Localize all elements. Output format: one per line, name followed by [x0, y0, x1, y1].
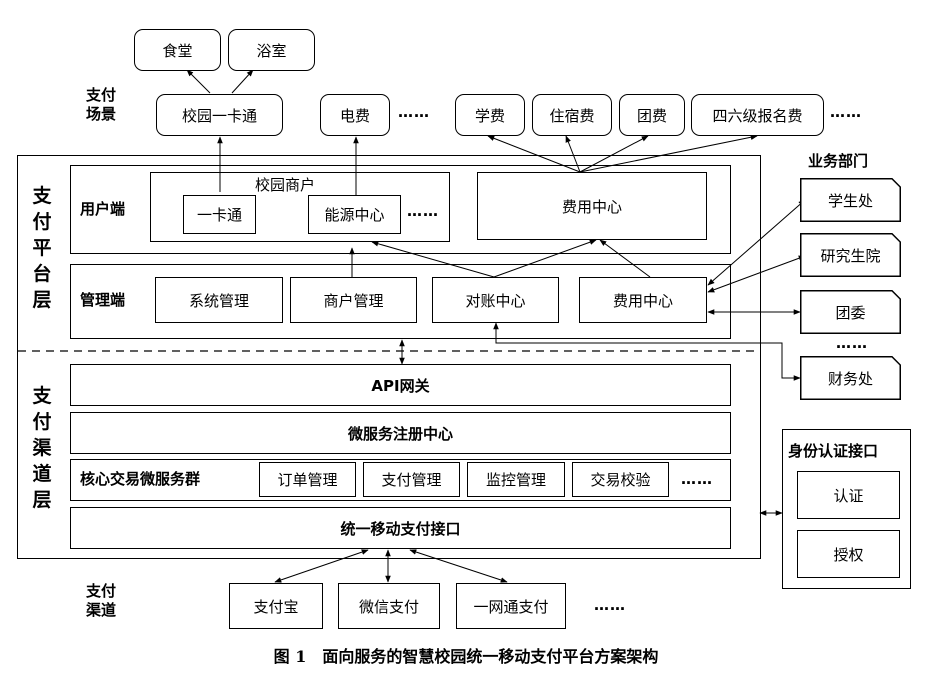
figure-caption: 图 1 面向服务的智慧校园统一移动支付平台方案架构: [273, 647, 659, 666]
wechat-pay-node: 微信支付: [338, 583, 440, 629]
monitor-mgmt-node: 监控管理: [467, 462, 565, 497]
scenario-ellipsis: ……: [398, 103, 430, 121]
alipay-node: 支付宝: [229, 583, 323, 629]
tx-verify-node: 交易校验: [572, 462, 669, 497]
registry-node: 微服务注册中心: [70, 412, 731, 454]
core-group-frame: [70, 459, 731, 501]
cet-fee-node: 四六级报名费: [691, 94, 824, 136]
user-side-frame: [70, 165, 731, 254]
tuition-node: 学费: [455, 94, 525, 136]
unified-api-node: 统一移动支付接口: [70, 507, 731, 549]
league-fee-node: 团费: [619, 94, 685, 136]
dorm-fee-node: 住宿费: [532, 94, 612, 136]
netpay-node: 一网通支付: [456, 583, 566, 629]
youth-league-node: 团委: [800, 290, 901, 334]
system-mgmt-node: 系统管理: [155, 277, 283, 323]
merchant-mgmt-node: 商户管理: [290, 277, 417, 323]
authz-node: 授权: [797, 530, 900, 578]
card-node: 一卡通: [183, 195, 256, 234]
authn-node: 认证: [797, 471, 900, 519]
admin-fee-center-node: 费用中心: [579, 277, 707, 323]
merchant-group-frame: [150, 172, 450, 242]
channels-ellipsis: ……: [594, 596, 626, 614]
departments-title: 业务部门: [808, 152, 869, 170]
user-fee-center-node: 费用中心: [477, 172, 707, 240]
grad-school-node: 研究生院: [800, 233, 901, 277]
merchant-group-label: 校园商户: [255, 176, 316, 194]
user-ellipsis: ……: [407, 202, 439, 220]
platform-frame: [17, 155, 761, 559]
finance-office-node: 财务处: [800, 356, 901, 400]
core-group-label: 核心交易微服务群: [80, 470, 201, 488]
electricity-node: 电费: [320, 94, 390, 136]
reconcile-center-node: 对账中心: [432, 277, 559, 323]
user-side-label: 用户端: [80, 200, 126, 218]
order-mgmt-node: 订单管理: [259, 462, 356, 497]
platform-layer-label: 支 付 平 台 层: [32, 185, 52, 311]
departments-ellipsis: ……: [836, 334, 868, 352]
admin-side-label: 管理端: [80, 291, 126, 309]
channel-layer-label: 支 付 渠 道 层: [32, 385, 52, 511]
identity-frame: [782, 429, 911, 589]
scenario-label: 支付 场景: [86, 86, 117, 123]
energy-center-node: 能源中心: [308, 195, 401, 234]
pay-mgmt-node: 支付管理: [363, 462, 460, 497]
admin-side-frame: [70, 264, 731, 339]
api-gateway-node: API网关: [70, 364, 731, 406]
canteen-node: 食堂: [134, 29, 221, 71]
campus-card-node: 校园一卡通: [156, 94, 283, 136]
scenario-ellipsis-2: ……: [830, 103, 862, 121]
bathroom-node: 浴室: [228, 29, 315, 71]
identity-title: 身份认证接口: [788, 442, 879, 460]
core-ellipsis: ……: [681, 470, 713, 488]
student-office-node: 学生处: [800, 178, 901, 222]
channels-label: 支付 渠道: [86, 582, 117, 619]
